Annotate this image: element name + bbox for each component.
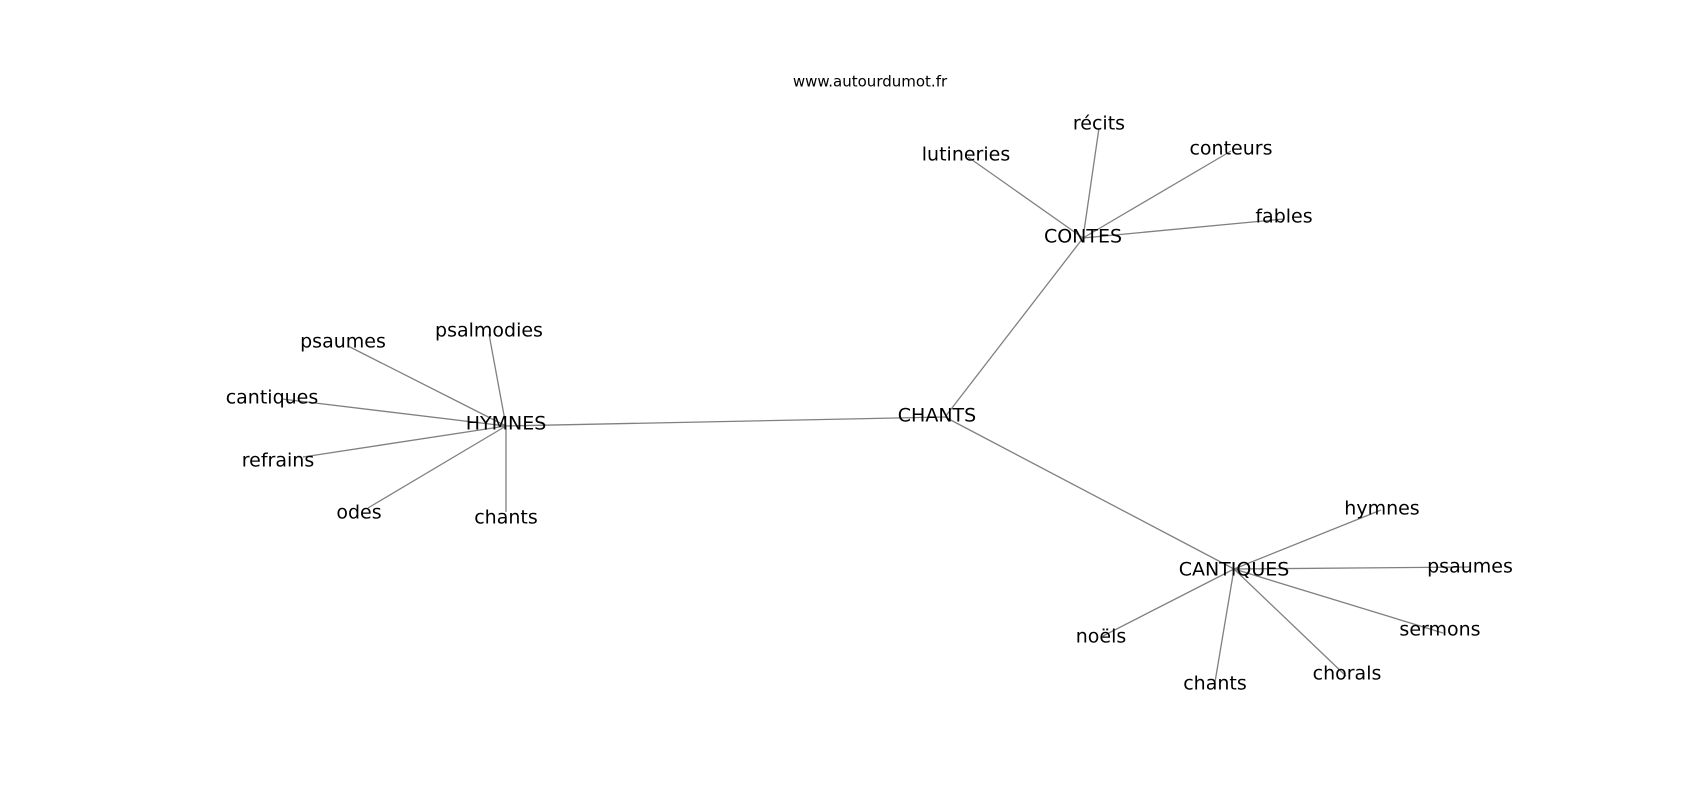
node-chants-center[interactable]: CHANTS xyxy=(898,405,976,427)
node-psaumes-1[interactable]: psaumes xyxy=(300,331,386,353)
node-conteurs[interactable]: conteurs xyxy=(1189,138,1272,160)
graph-edges xyxy=(281,127,1471,683)
node-chants-1[interactable]: chants xyxy=(474,507,538,529)
node-noels[interactable]: noëls xyxy=(1076,626,1127,648)
edge-hymnes_hub-cantiques_1 xyxy=(281,398,507,427)
graph-nodes: CHANTS HYMNES CONTES CANTIQUES psaumes psalmo… xyxy=(226,113,1513,695)
node-hymnes-1[interactable]: hymnes xyxy=(1344,498,1419,520)
node-chants-2[interactable]: chants xyxy=(1183,673,1247,695)
node-cantiques-hub[interactable]: CANTIQUES xyxy=(1179,559,1290,581)
edge-cantiques_hub-hymnes_1 xyxy=(1233,509,1382,570)
edge-hymnes_hub-psalmodies xyxy=(488,333,507,427)
edge-cantiques_hub-chorals xyxy=(1233,568,1347,677)
node-lutineries[interactable]: lutineries xyxy=(922,144,1010,166)
site-url[interactable]: www.autourdumot.fr xyxy=(793,73,948,91)
node-hymnes-hub[interactable]: HYMNES xyxy=(466,413,547,435)
node-recits[interactable]: récits xyxy=(1073,113,1125,135)
edge-cantiques_hub-chants_2 xyxy=(1214,568,1235,683)
edge-contes_hub-fables xyxy=(1082,218,1285,239)
node-contes-hub[interactable]: CONTES xyxy=(1044,226,1122,248)
edge-contes_hub-lutineries xyxy=(967,156,1084,239)
edge-contes_hub-conteurs xyxy=(1082,150,1232,239)
node-fables[interactable]: fables xyxy=(1255,206,1312,228)
node-sermons[interactable]: sermons xyxy=(1399,619,1480,641)
edge-hymnes_hub-odes xyxy=(367,425,507,509)
node-refrains[interactable]: refrains xyxy=(242,450,314,472)
node-chorals[interactable]: chorals xyxy=(1313,663,1382,685)
edge-cantiques_hub-noels xyxy=(1102,568,1235,637)
edge-hymnes_hub-refrains xyxy=(302,425,507,458)
edge-chants_center-cantiques_hub xyxy=(944,416,1235,570)
node-psaumes-2[interactable]: psaumes xyxy=(1427,556,1513,578)
edge-chants_center-hymnes_hub xyxy=(505,416,946,427)
edge-cantiques_hub-sermons xyxy=(1233,568,1444,634)
edge-hymnes_hub-psaumes_1 xyxy=(347,345,507,427)
node-psalmodies[interactable]: psalmodies xyxy=(435,320,543,342)
node-odes[interactable]: odes xyxy=(336,502,381,524)
node-cantiques-1[interactable]: cantiques xyxy=(226,387,319,409)
edge-contes_hub-recits xyxy=(1082,127,1100,239)
edge-chants_center-contes_hub xyxy=(944,237,1084,418)
edge-cantiques_hub-psaumes_2 xyxy=(1233,566,1471,570)
